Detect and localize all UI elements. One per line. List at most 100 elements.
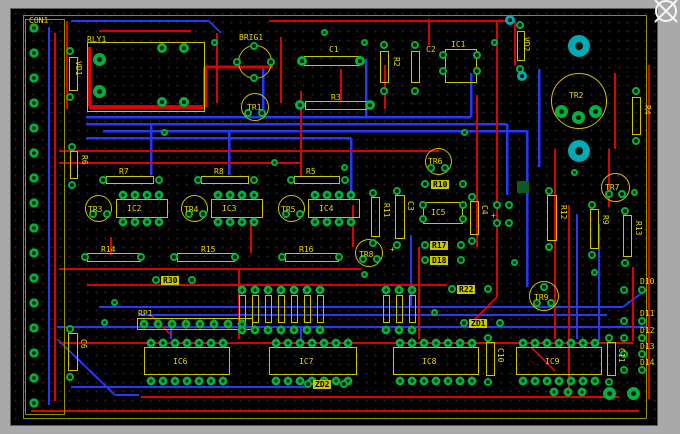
component-tr6[interactable] [425,148,452,175]
label-ic9: IC9 [545,357,560,366]
component-c2[interactable] [411,51,420,83]
pad [620,366,628,374]
copper-traces[interactable] [11,9,658,426]
pad [638,366,646,374]
component-tr5[interactable] [278,195,305,222]
network-resistor[interactable] [409,295,416,323]
component-ic4[interactable] [308,199,360,218]
pad [421,180,429,188]
network-resistor[interactable] [252,295,259,323]
component-c4[interactable] [470,201,479,235]
pad [493,201,501,209]
pad [419,215,427,223]
component-tr9[interactable] [529,281,559,311]
label-ic1: IC1 [451,40,466,49]
label-r14: R14 [101,245,116,254]
component-r14[interactable] [87,253,141,262]
component-r30[interactable]: R30 [161,276,180,285]
pad [632,87,640,95]
component-r6[interactable] [70,151,78,179]
network-resistor[interactable] [291,295,298,323]
via-pad [271,159,278,166]
label-r15: R15 [201,245,216,254]
component-tr3[interactable] [85,195,112,222]
pad [411,41,419,49]
pad [638,334,646,342]
pad [620,334,628,342]
rp1-pads [139,319,251,329]
component-r8[interactable] [201,176,249,184]
pad [244,109,252,117]
label-r8: R8 [214,167,224,176]
label-d10: D10 [640,277,655,286]
pad [179,43,189,53]
pad [620,350,628,358]
component-rp1[interactable] [137,318,253,330]
component-tr2[interactable] [551,73,607,129]
component-r13[interactable] [623,215,632,257]
component-tr7[interactable] [601,173,630,202]
component-zd2[interactable]: ZD2 [313,380,332,389]
component-tr1[interactable] [241,93,269,121]
pad [66,93,74,101]
component-r3[interactable] [305,101,367,110]
pad [493,219,501,227]
component-rly1[interactable] [87,42,205,112]
component-c10[interactable] [486,342,495,376]
component-c3[interactable] [395,195,405,239]
component-vd1[interactable] [69,57,78,91]
pad [250,176,258,184]
pad [421,256,429,264]
component-r11[interactable] [371,197,380,237]
component-r5[interactable] [294,176,340,184]
component-r12[interactable] [547,195,557,241]
component-con1[interactable] [25,19,65,415]
pad [516,21,524,29]
component-r15[interactable] [177,253,235,262]
component-r16[interactable] [285,253,339,262]
component-r7[interactable] [106,176,154,184]
component-c6[interactable] [68,333,78,371]
via-pad [111,299,118,306]
pointer-no-entry-marker [654,0,678,23]
network-resistor[interactable] [396,295,403,323]
component-c11[interactable] [607,342,616,376]
network-resistor[interactable] [383,295,390,323]
pad [68,181,76,189]
component-r4[interactable] [632,97,641,135]
pad [380,41,388,49]
component-c1[interactable] [304,56,360,66]
component-ic5[interactable] [423,202,463,224]
component-d18[interactable]: D18 [430,256,449,265]
component-ic3[interactable] [211,199,263,218]
network-resistor[interactable] [265,295,272,323]
network-b-pads [381,325,421,335]
component-r17[interactable]: R17 [430,241,449,250]
network-resistor[interactable] [304,295,311,323]
component-ic2[interactable] [116,199,168,218]
via-pad [431,309,438,316]
pad [282,210,290,218]
pad [258,109,266,117]
component-ic1[interactable] [445,49,477,83]
pad [588,201,596,209]
component-r22[interactable]: R22 [457,285,476,294]
component-r9[interactable] [590,209,599,249]
pad [369,239,377,247]
component-tr4[interactable] [181,195,208,222]
pad [155,176,163,184]
label-r3: R3 [331,93,341,102]
pad [93,85,106,98]
component-zd1[interactable]: ZD1 [469,319,488,328]
component-r2[interactable] [380,51,389,83]
component-r10[interactable]: R10 [431,180,450,189]
pad [605,190,613,198]
con1-pad-column [29,23,39,415]
network-resistor[interactable] [278,295,285,323]
label-c1: C1 [329,45,339,54]
network-resistor[interactable] [317,295,324,323]
component-vd2[interactable] [517,31,525,61]
pcb-canvas[interactable]: CON1 RLY1 VD1 BRIG1 TR1 C1 [10,8,658,426]
label-c3-plus: + [390,245,395,254]
pad [359,255,367,263]
